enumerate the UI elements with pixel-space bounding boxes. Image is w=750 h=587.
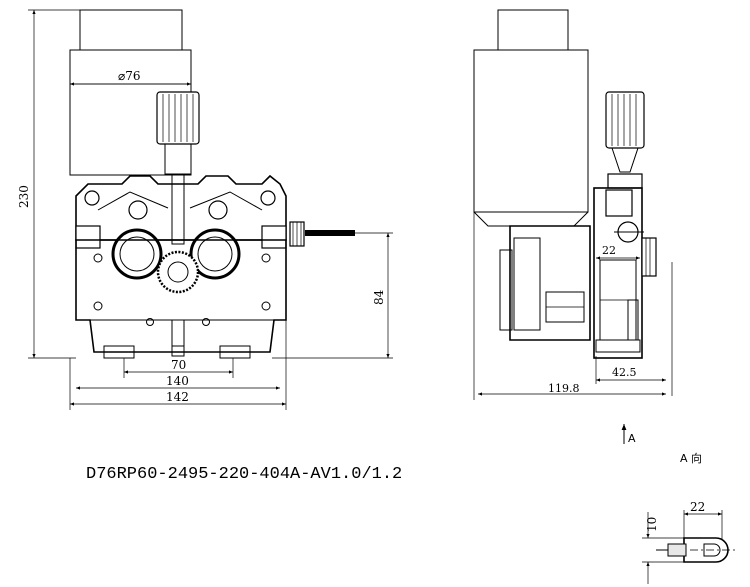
dim-inlet-offset: 22 bbox=[602, 244, 616, 257]
view-a-dim-width: 22 bbox=[690, 500, 705, 514]
feed-roller-right bbox=[189, 228, 241, 280]
view-a-title: A 向 bbox=[680, 451, 702, 465]
dim-base-width: 140 bbox=[166, 374, 189, 388]
side-view: 22 42.5 119.8 A bbox=[473, 9, 673, 445]
drive-gear bbox=[156, 250, 200, 294]
dim-depth-small: 42.5 bbox=[612, 366, 637, 379]
dim-height: 230 bbox=[17, 185, 31, 208]
view-a: A 向 22 10 bbox=[642, 451, 738, 584]
dim-overall-depth: 119.8 bbox=[548, 382, 580, 395]
side-motor-body bbox=[473, 49, 589, 213]
feeder-upper-housing bbox=[75, 174, 287, 241]
dim-motor-diameter: ⌀76 bbox=[118, 69, 141, 83]
wire-guide-spring bbox=[305, 230, 355, 236]
front-view: ⌀76 230 84 70 140 142 bbox=[17, 9, 393, 410]
side-gearbox bbox=[509, 225, 591, 341]
model-number: D76RP60-2495-220-404A-AV1.0/1.2 bbox=[86, 465, 402, 484]
view-arrow-label: A bbox=[628, 432, 636, 445]
feeder-lower-housing bbox=[75, 239, 287, 353]
side-motor-cap bbox=[497, 9, 569, 51]
dim-bolt-spacing: 70 bbox=[171, 358, 186, 372]
motor-cap bbox=[79, 9, 183, 51]
view-a-dim-height: 10 bbox=[645, 517, 659, 532]
dim-shaft-height: 84 bbox=[372, 289, 386, 305]
dim-overall-width: 142 bbox=[166, 390, 189, 404]
feed-roller-left bbox=[111, 228, 163, 280]
view-a-slot bbox=[683, 537, 729, 563]
